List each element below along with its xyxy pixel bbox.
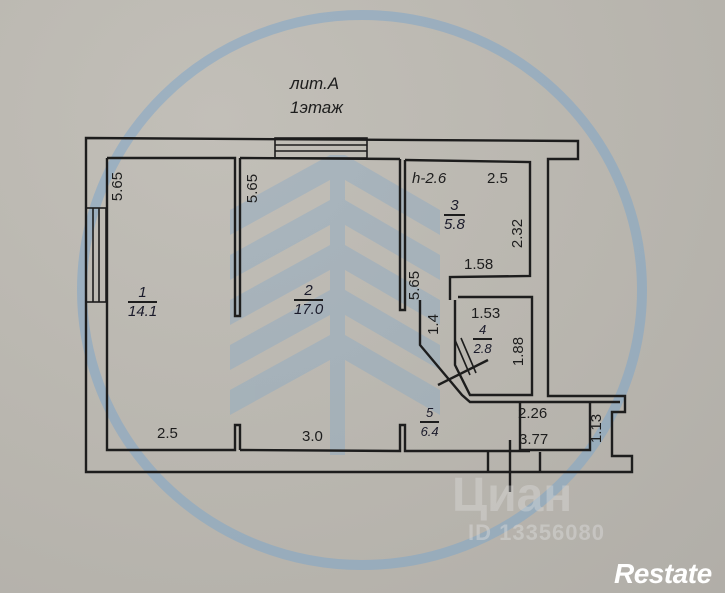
dim-room3-bottom: 1.58 — [464, 256, 494, 273]
room-area: 17.0 — [294, 301, 324, 318]
dim-bottom-right-height: 1.13 — [588, 413, 606, 444]
dim-bottom-right-width: 2.26 — [518, 405, 548, 422]
room-number: 2 — [294, 283, 324, 301]
room-5-label: 5 6.4 — [420, 405, 440, 440]
dim-bottom-right-total: 3.77 — [519, 431, 549, 448]
dim-room4-height: 1.88 — [510, 336, 528, 367]
dim-room3-height: 2.32 — [509, 218, 527, 249]
dim-corridor-width: 1.4 — [424, 314, 442, 335]
ceiling-height: h-2.6 — [412, 170, 447, 187]
room-area: 2.8 — [473, 341, 492, 356]
room-1-label: 1 14.1 — [128, 285, 158, 320]
dim-room3-width: 2.5 — [487, 170, 508, 187]
room-number: 3 — [444, 198, 465, 216]
listing-id-watermark: ID 13356080 — [468, 520, 605, 545]
restate-logo: Restate — [614, 558, 712, 590]
room-3-label: 3 5.8 — [444, 198, 465, 233]
room-area: 6.4 — [420, 424, 439, 439]
room-number: 5 — [420, 405, 440, 423]
litera-label: лит.А — [290, 74, 340, 93]
room-number: 1 — [128, 285, 158, 303]
room-area: 14.1 — [128, 303, 158, 320]
room-2-label: 2 17.0 — [294, 283, 324, 318]
room-number: 4 — [473, 322, 493, 340]
watermark-circle — [77, 10, 647, 570]
watermark-building-icon — [230, 155, 440, 455]
restate-logo-text: Restate — [614, 558, 712, 589]
dim-room2-height-right: 5.65 — [406, 270, 424, 301]
dim-room2-width: 3.0 — [302, 428, 323, 445]
floor-label: 1этаж — [290, 98, 343, 117]
window-marks — [85, 137, 477, 376]
cian-watermark: Циан — [452, 469, 573, 522]
dim-room1-width: 2.5 — [157, 425, 178, 442]
dim-room4-width: 1.53 — [471, 305, 501, 322]
room-4-label: 4 2.8 — [473, 322, 493, 357]
room-area: 5.8 — [444, 216, 465, 233]
dim-room1-height: 5.65 — [109, 171, 127, 202]
dim-room2-height-left: 5.65 — [244, 173, 262, 204]
